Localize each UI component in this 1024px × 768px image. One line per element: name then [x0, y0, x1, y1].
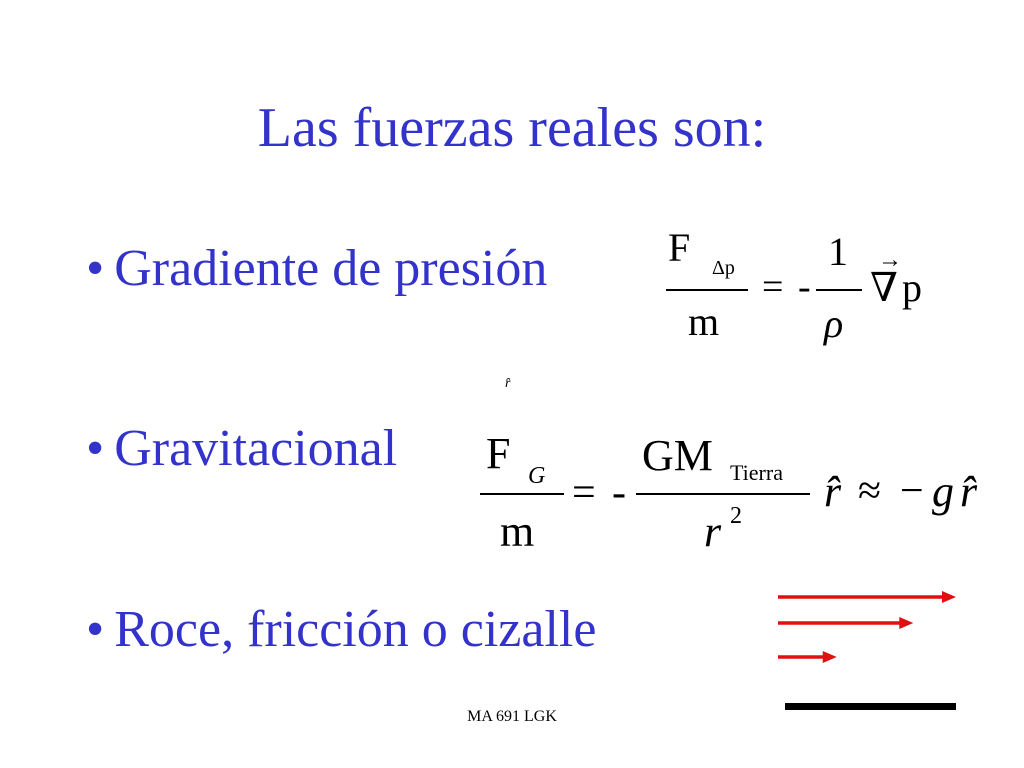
- eq2-negative-sign: −: [900, 468, 924, 514]
- slide-title: Las fuerzas reales son:: [257, 97, 767, 159]
- slide-footer: MA 691 LGK: [467, 708, 557, 725]
- eq1-equals-sign: =: [762, 266, 784, 308]
- stray-rhat-symbol: r̂: [505, 376, 511, 391]
- eq2-gm-subscript: Tierra: [730, 460, 783, 485]
- eq2-fraction-bar: [480, 493, 564, 495]
- eq2-minus-sign: -: [612, 470, 626, 516]
- eq2-r-exponent: 2: [730, 503, 742, 529]
- eq1-fraction-bar: [666, 289, 748, 291]
- pressure-gradient-equation: F Δp m = - 1 ρ → ∇ p: [660, 228, 950, 348]
- eq2-rhat2-symbol: r̂: [960, 467, 978, 516]
- eq1-one: 1: [828, 229, 848, 274]
- bullet-pressure-gradient: •Gradiente de presión: [86, 243, 547, 295]
- boundary-wall: [785, 703, 956, 710]
- bullet-friction: •Roce, fricción o cizalle: [86, 604, 596, 656]
- eq2-rhat-symbol: r̂: [824, 467, 842, 516]
- eq2-approx-sign: ≈: [858, 468, 882, 514]
- eq1-rho-symbol: ρ: [824, 301, 844, 346]
- eq2-fraction-bar-2: [636, 493, 810, 495]
- eq2-equals-sign: =: [572, 470, 596, 516]
- bullet-text: Roce, fricción o cizalle: [114, 601, 597, 658]
- gravitational-equation: F G m = - GM Tierra r 2 r̂ ≈ − g r̂: [476, 426, 1006, 556]
- bullet-dot: •: [86, 420, 105, 477]
- eq2-g-symbol: g: [932, 467, 954, 516]
- eq1-fraction-bar-2: [816, 289, 862, 291]
- shear-flow-diagram: [778, 591, 956, 710]
- eq2-mass-symbol: m: [500, 507, 535, 556]
- eq2-force-symbol: F: [486, 429, 511, 478]
- eq1-minus-sign: -: [798, 266, 811, 308]
- vector-arrow-icon: →: [878, 247, 902, 273]
- bullet-gravitational: •Gravitacional: [86, 423, 397, 475]
- eq1-force-symbol: F: [668, 225, 691, 270]
- bullet-text: Gradiente de presión: [114, 240, 548, 297]
- eq1-p-symbol: p: [902, 265, 922, 310]
- eq2-gm-symbol: GM: [642, 431, 713, 480]
- bullet-text: Gravitacional: [114, 420, 398, 477]
- eq2-force-subscript: G: [528, 463, 546, 489]
- eq2-r-symbol: r: [704, 507, 722, 556]
- bullet-dot: •: [86, 240, 105, 297]
- eq1-force-subscript: Δp: [712, 257, 735, 279]
- shear-arrow-head-icon: [942, 591, 956, 603]
- shear-arrow-head-icon: [899, 617, 914, 629]
- eq1-mass-symbol: m: [688, 299, 720, 344]
- eq1-nabla-symbol: ∇: [870, 265, 898, 310]
- bullet-dot: •: [86, 601, 105, 658]
- shear-arrow-head-icon: [822, 651, 837, 663]
